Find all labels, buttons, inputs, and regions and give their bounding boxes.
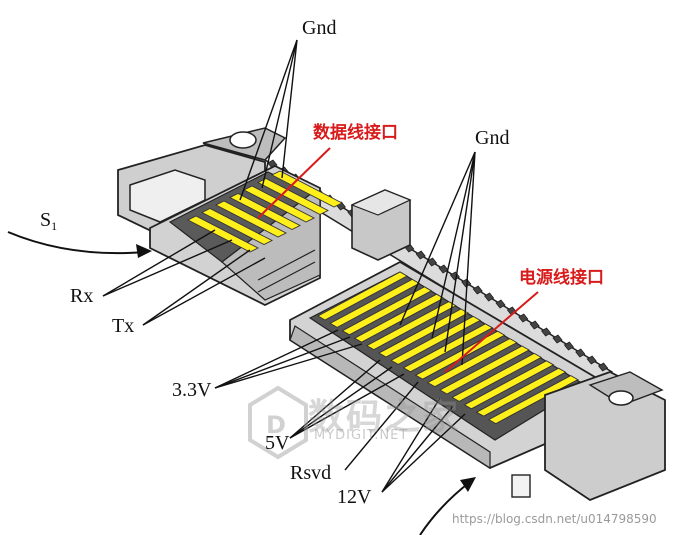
comb-tooth <box>586 355 597 365</box>
power-pin <box>426 338 518 388</box>
power-pin <box>341 286 433 336</box>
comb-tooth <box>461 278 472 288</box>
comb-tooth <box>495 299 506 309</box>
leader-line <box>239 39 298 201</box>
comb-tooth <box>427 257 438 267</box>
leader-line <box>444 151 476 353</box>
comb-tooth <box>563 341 574 351</box>
watermark-site-cn: 数码之家 <box>308 397 461 438</box>
leader-line <box>381 413 466 493</box>
leader-line <box>102 239 233 297</box>
data-pin <box>271 170 343 208</box>
comb-tooth <box>449 271 460 281</box>
comb-tooth <box>484 292 495 302</box>
center-key-block <box>350 189 412 261</box>
comb-tooth <box>541 327 552 337</box>
power-port-label: 电源线接口 <box>519 268 604 288</box>
leader-line <box>381 405 454 493</box>
watermark-blog-url: https://blog.csdn.net/u014798590 <box>452 512 657 526</box>
v5-label: 5V <box>265 432 290 454</box>
data-port-label: 数据线接口 <box>313 123 398 143</box>
svg-text:D: D <box>266 411 286 439</box>
leader-line <box>289 359 381 439</box>
comb-tooth <box>529 320 540 330</box>
right-end-boss <box>511 371 666 502</box>
power-pins <box>317 271 579 425</box>
v12-label: 12V <box>337 486 372 508</box>
power-pin <box>451 352 543 402</box>
red-leader-lines <box>257 147 539 373</box>
tx-label: Tx <box>112 315 135 337</box>
leader-line <box>344 381 419 471</box>
power-pin <box>365 301 457 351</box>
comb-tooth <box>598 362 609 372</box>
insertion-arrow-bottom <box>419 477 476 535</box>
data-pin <box>215 200 287 238</box>
comb-tooth <box>552 334 563 344</box>
insertion-arrow-left <box>7 231 152 258</box>
leader-line <box>214 336 351 389</box>
v33-label: 3.3V <box>172 379 212 401</box>
leader-line <box>102 229 216 297</box>
leader-line <box>431 151 476 339</box>
watermark-site-en: MYDIGIT.NET <box>314 428 409 443</box>
data-pin <box>243 185 315 223</box>
gnd-label-right: Gnd <box>475 127 510 149</box>
leader-line <box>142 249 251 326</box>
power-pin <box>378 308 469 358</box>
comb-tooth <box>518 313 529 323</box>
s1-subscript: 1 <box>51 219 58 233</box>
data-pin <box>201 207 273 246</box>
data-port-leader <box>257 147 331 219</box>
leader-line <box>142 257 266 326</box>
leader-line <box>289 366 393 439</box>
comb-tooth <box>415 250 426 260</box>
power-pin <box>402 323 494 373</box>
data-pins <box>187 170 343 253</box>
power-pin <box>317 271 408 321</box>
s1-label: S1 <box>40 210 57 232</box>
power-pin <box>487 375 579 425</box>
rsvd-label: Rsvd <box>290 462 332 484</box>
power-pin <box>353 293 445 343</box>
power-pin <box>439 345 530 395</box>
power-pin <box>390 315 482 365</box>
power-pin <box>329 278 421 328</box>
leader-line <box>281 39 298 179</box>
power-port-leader <box>444 291 539 373</box>
rx-label: Rx <box>70 285 94 307</box>
leader-line <box>399 151 476 326</box>
watermark-logo: D <box>248 385 308 460</box>
leader-lines <box>102 39 476 493</box>
comb-tooth <box>472 285 483 295</box>
power-pin <box>414 330 506 380</box>
leader-line <box>381 397 441 493</box>
left-end-boss <box>117 127 287 241</box>
gnd-label-top: Gnd <box>302 17 337 39</box>
leader-line <box>261 39 298 189</box>
leader-line <box>214 343 363 389</box>
leader-line <box>461 151 476 366</box>
s1-main: S <box>40 209 52 231</box>
leader-line <box>289 373 405 439</box>
leader-line <box>214 329 339 389</box>
power-pin <box>463 360 555 410</box>
power-pin <box>475 367 567 417</box>
comb-tooth <box>575 348 586 358</box>
